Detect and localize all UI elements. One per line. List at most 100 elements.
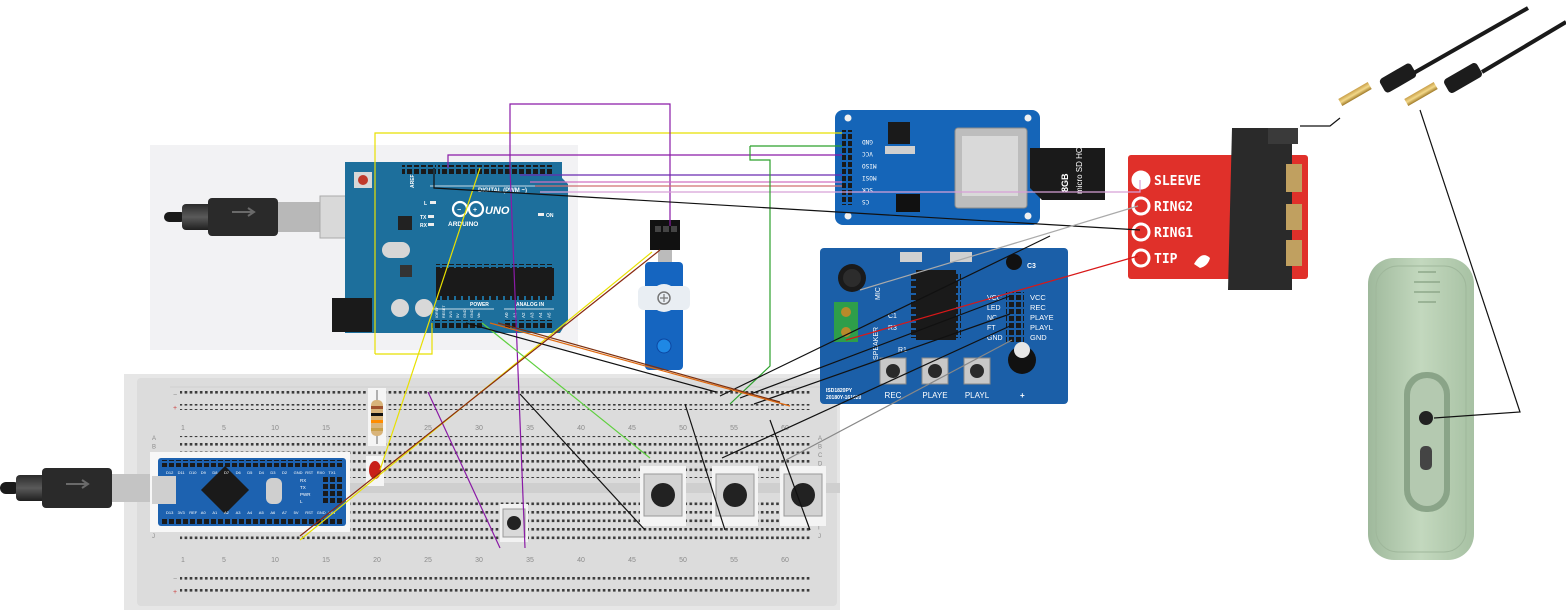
nano-pin-label: REF	[189, 510, 198, 515]
isd-button-label: PLAYL	[965, 391, 990, 400]
nano-pin-label: A0	[201, 510, 207, 515]
bluetooth-speaker	[1368, 258, 1474, 560]
rail-plus-sign-bottom: +	[173, 589, 177, 596]
nano-pin-label: D7	[224, 470, 230, 475]
nano-chip	[200, 465, 250, 515]
nano-pin-label: RX0	[317, 470, 326, 475]
cap-label: C3	[1027, 263, 1036, 270]
jack-pin-label: RING2	[1154, 200, 1193, 215]
sd-regulator	[888, 122, 910, 144]
nano-usb-port	[152, 476, 176, 504]
isd-left-label: R1	[898, 347, 907, 354]
nano-pin-label: A7	[282, 510, 288, 515]
column-number: 15	[322, 425, 330, 432]
isd-pin-label: REC	[1030, 303, 1046, 312]
nano-pin-label: D4	[259, 470, 265, 475]
nano-pin-label: GND	[317, 510, 326, 515]
isd-pin-label: GND	[1030, 333, 1047, 342]
nano-pin-label: 3V3	[178, 510, 186, 515]
nano-pin-label: D6	[236, 470, 242, 475]
wire-yellow-vcc	[374, 132, 842, 355]
row-letter: D	[818, 462, 823, 468]
servo-motor	[638, 220, 690, 370]
tx-label: TX	[420, 215, 427, 221]
push-button-cap	[651, 483, 675, 507]
row-letter: J	[152, 534, 155, 540]
wire-black-btn2	[684, 403, 726, 531]
sd-pin-label: MISO	[862, 162, 877, 169]
nano-led-label: L	[300, 499, 303, 504]
wire-purple-sd	[447, 154, 842, 168]
isd-inner-label: NC	[987, 315, 997, 322]
isd-button-label: REC	[885, 391, 902, 400]
power-jack	[332, 298, 372, 332]
wire-black-playl	[721, 325, 1011, 459]
jack-pin-label: SLEEVE	[1154, 174, 1201, 189]
svg-text:+: +	[473, 207, 477, 214]
on-label: ON	[546, 213, 554, 219]
power-header	[432, 320, 482, 328]
nano-pin-label: RST	[305, 510, 314, 515]
nano-pin-label: A1	[212, 510, 218, 515]
column-number: 30	[475, 557, 483, 564]
push-button-cap	[723, 483, 747, 507]
rail-minus-sign: −	[173, 392, 177, 399]
column-number: 5	[222, 425, 226, 432]
isd-button-label: PLAYE	[922, 391, 947, 400]
servo-connector	[650, 220, 680, 250]
digital-header	[438, 165, 554, 174]
column-number: 35	[526, 425, 534, 432]
wire-black-speaker	[1419, 109, 1521, 419]
power-pin-label: GND	[463, 309, 467, 318]
wire-yellow-1	[379, 167, 481, 471]
push-button-small	[500, 504, 528, 542]
nano-pin-label: D10	[189, 470, 197, 475]
plus-sign: +	[1020, 391, 1025, 400]
nano-led-label: TX	[300, 485, 306, 490]
arduino-brand: ARDUINO	[448, 221, 478, 228]
wire-black-gnd	[465, 322, 717, 393]
aux-plug-1	[1338, 82, 1372, 106]
analog-pin-label: A5	[547, 312, 552, 318]
sd-pin-label: VCC	[862, 150, 873, 157]
wire-orange	[489, 322, 791, 407]
sd-pin-label: MOSI	[862, 174, 877, 181]
sd-card-logo: micro SD HC	[1075, 147, 1084, 194]
aref-label: AREF	[410, 174, 416, 188]
column-number: 50	[679, 557, 687, 564]
row-letter: A	[818, 436, 822, 442]
bottom-rail-minus	[180, 574, 810, 580]
sd-card-capacity: 8GB	[1060, 173, 1070, 192]
jack-pin-label: TIP	[1154, 252, 1178, 267]
l-label: L	[424, 201, 427, 207]
analog-header	[504, 320, 554, 328]
analog-pin-label: A4	[538, 312, 543, 318]
analog-pin-label: A3	[530, 312, 535, 318]
nano-pin-label: A6	[270, 510, 276, 515]
sd-pin-label: SCK	[862, 186, 873, 193]
power-pin-label: 3V3	[449, 311, 453, 318]
nano-pin-label: A4	[247, 510, 253, 515]
row-letter: A	[152, 436, 156, 442]
wire-black-rec	[739, 295, 1011, 399]
column-number: 55	[730, 557, 738, 564]
power-pin-label: GND	[470, 309, 474, 318]
jack-pin-label: RING1	[1154, 226, 1193, 241]
jack-pad	[1131, 170, 1151, 190]
nano-pin-label: D3	[270, 470, 276, 475]
analog-pin-label: A1	[513, 312, 518, 318]
power-pin-label: IOREF	[435, 306, 439, 318]
column-number: 50	[679, 425, 687, 432]
nano-led-label: PWR	[300, 492, 311, 497]
isd-inner-label: FT	[987, 325, 996, 332]
isd-pin-label: VCC	[1030, 293, 1046, 302]
column-number: 1	[181, 557, 185, 564]
column-number: 15	[322, 557, 330, 564]
column-number: 25	[424, 425, 432, 432]
